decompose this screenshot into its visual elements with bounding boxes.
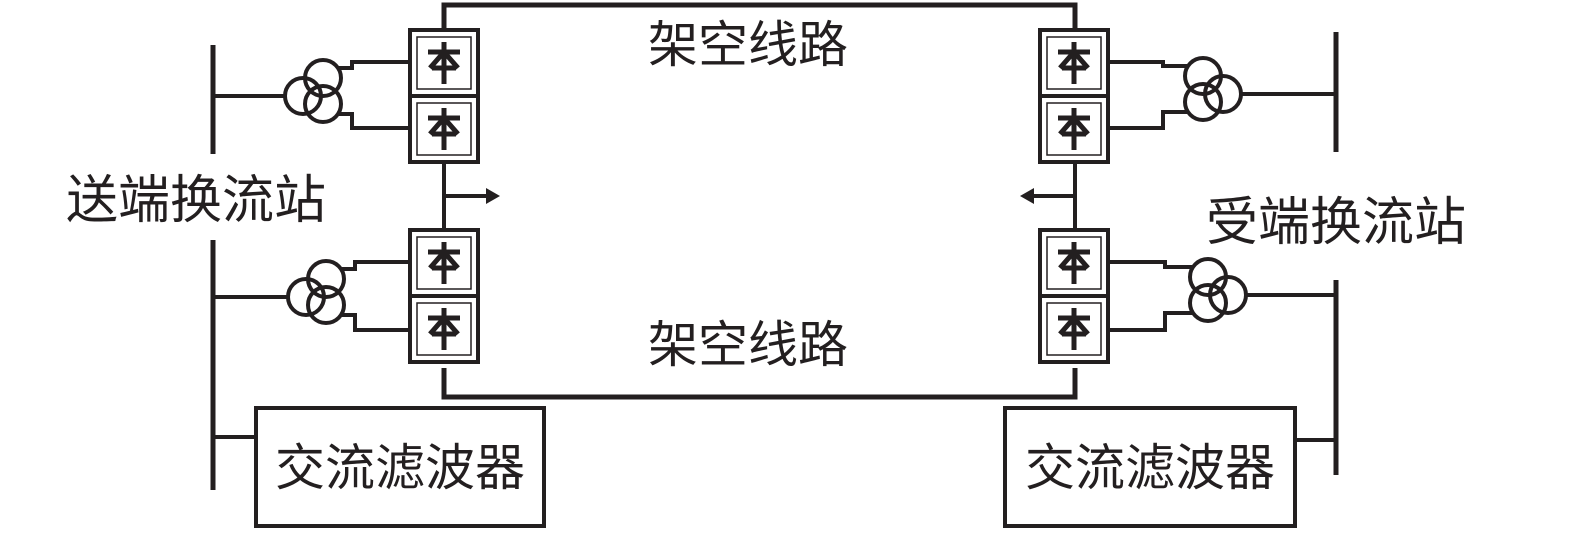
left-t2-lower-lead bbox=[342, 313, 409, 332]
transformer-icon bbox=[1188, 257, 1248, 323]
line-bottom-label: 架空线路 bbox=[648, 316, 848, 374]
valve-icon bbox=[410, 30, 478, 96]
valve-icon bbox=[410, 96, 478, 162]
transformer-icon bbox=[1183, 56, 1243, 122]
valve-icon bbox=[410, 296, 478, 362]
left-arrow-icon bbox=[444, 188, 500, 204]
transformer-icon bbox=[286, 259, 346, 325]
valve-icon bbox=[1040, 296, 1108, 362]
receiving-station-label: 受端换流站 bbox=[1206, 193, 1466, 253]
line-top-label: 架空线路 bbox=[648, 16, 848, 74]
valve-icon bbox=[1040, 96, 1108, 162]
transformer-icon bbox=[283, 58, 343, 124]
dc-line-bottom bbox=[441, 368, 1078, 400]
right-t1-lower-lead bbox=[1108, 110, 1187, 130]
left-t2-upper-lead bbox=[342, 260, 409, 271]
valve-icon bbox=[410, 230, 478, 296]
left-t1-lower-lead bbox=[339, 112, 409, 130]
left-filter-label: 交流滤波器 bbox=[275, 439, 525, 497]
dc-line-top bbox=[441, 2, 1078, 30]
right-t2-lower-lead bbox=[1108, 311, 1192, 332]
right-ac-filter-box bbox=[1003, 406, 1297, 528]
sending-station-label: 送端换流站 bbox=[66, 171, 326, 231]
right-t2-upper-lead bbox=[1108, 260, 1192, 269]
right-t1-upper-lead bbox=[1108, 60, 1187, 68]
right-filter-label: 交流滤波器 bbox=[1025, 439, 1275, 497]
valve-icon bbox=[1040, 230, 1108, 296]
right-arrow-icon bbox=[1020, 188, 1075, 204]
valve-icon bbox=[1040, 30, 1108, 96]
left-t1-upper-lead bbox=[339, 60, 409, 70]
left-ac-filter-box bbox=[254, 406, 546, 528]
